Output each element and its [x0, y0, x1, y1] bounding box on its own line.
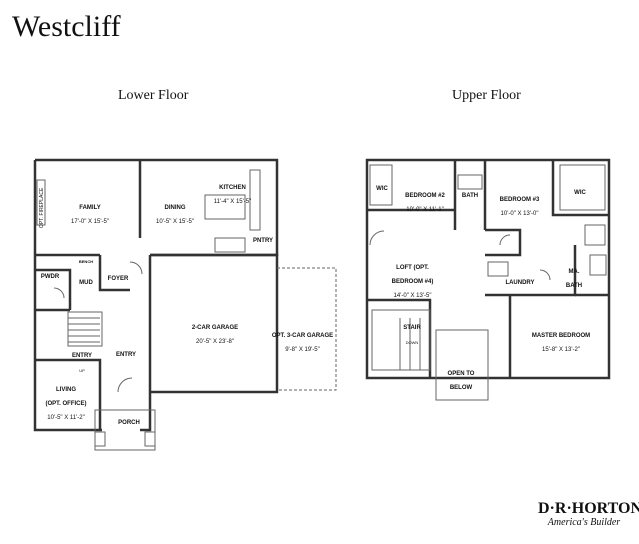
room-wic-right: WIC	[574, 190, 586, 196]
room-master-name: MASTER BEDROOM	[531, 333, 591, 339]
lower-floor-details	[36, 169, 337, 451]
room-bedroom3-dim: 10'-0" X 13'-0"	[500, 211, 539, 217]
room-bath: BATH	[461, 193, 479, 199]
room-bedroom3-name: BEDROOM #3	[499, 197, 540, 203]
bench-label: BENCH	[78, 259, 94, 264]
room-family-name: FAMILY	[79, 205, 101, 211]
room-kitchen: KITCHEN 11'-4" X 15'-5"	[205, 178, 260, 213]
room-family: FAMILY 17'-0" X 15'-5"	[65, 198, 115, 233]
room-pantry: PNTRY	[252, 238, 274, 244]
room-loft-sub: BEDROOM #4)	[391, 279, 434, 285]
plan-title: Westcliff	[12, 10, 121, 43]
room-kitchen-name: KITCHEN	[219, 185, 246, 191]
open-to-below-sub: BELOW	[449, 385, 473, 391]
stair-down-label: DOWN	[405, 340, 419, 345]
room-bedroom2: BEDROOM #2 10'-0" X 11'-1"	[400, 186, 450, 221]
lower-floor-label: Lower Floor	[118, 88, 189, 103]
room-ma-bath-name: MA.	[568, 269, 580, 275]
room-dining: DINING 10'-5" X 15'-5"	[150, 198, 200, 233]
room-opt-garage-dim: 9'-8" X 19'-5"	[285, 347, 320, 353]
room-loft-dim: 14'-0" X 13'-5"	[393, 293, 432, 299]
room-bedroom3: BEDROOM #3 10'-0" X 13'-0"	[492, 190, 547, 225]
room-living-sub: (OPT. OFFICE)	[45, 401, 87, 407]
room-kitchen-dim: 11'-4" X 15'-5"	[213, 199, 252, 205]
room-living-dim: 10'-5" X 11'-2"	[47, 415, 85, 421]
room-garage-name: 2-CAR GARAGE	[191, 325, 239, 331]
room-foyer: FOYER	[107, 276, 129, 282]
stair-up-label: UP	[79, 368, 85, 373]
room-loft: LOFT (OPT. BEDROOM #4) 14'-0" X 13'-5"	[385, 258, 440, 307]
room-living-name: LIVING	[55, 387, 76, 393]
upper-floor-details	[369, 164, 607, 401]
room-loft-name: LOFT (OPT.	[396, 265, 429, 271]
room-ma-bath: MA. BATH	[562, 262, 586, 297]
room-stair-name: STAIR	[403, 325, 421, 331]
logo-tagline: America's Builder	[547, 517, 621, 528]
room-stair: STAIR DOWN	[398, 318, 426, 353]
room-family-dim: 17'-0" X 15'-5"	[71, 219, 109, 225]
room-living: LIVING (OPT. OFFICE) 10'-5" X 11'-2"	[40, 380, 92, 429]
room-bedroom2-name: BEDROOM #2	[405, 193, 445, 199]
room-garage-dim: 20'-5" X 23'-8"	[196, 339, 234, 345]
room-laundry: LAUNDRY	[505, 280, 535, 286]
room-entry-up-name: ENTRY	[71, 353, 93, 359]
logo-wordmark: D·R·HORTON	[538, 500, 639, 517]
room-porch: PORCH	[118, 420, 140, 426]
room-ma-bath-sub: BATH	[565, 283, 583, 289]
room-master: MASTER BEDROOM 15'-8" X 13'-2"	[525, 326, 597, 361]
room-opt-garage-name: OPT. 3-CAR GARAGE	[271, 333, 334, 339]
fireplace-label: OPT. FIREPLACE	[39, 187, 45, 228]
room-garage: 2-CAR GARAGE 20'-5" X 23'-8"	[180, 318, 250, 353]
upper-floor-label: Upper Floor	[452, 88, 521, 103]
brand-logo: D·R·HORTON America's Builder	[538, 500, 639, 528]
room-bedroom2-dim: 10'-0" X 11'-1"	[406, 207, 444, 213]
lower-floor-walls	[33, 158, 279, 432]
room-entry: ENTRY	[115, 352, 137, 358]
room-mud: MUD	[79, 280, 93, 286]
room-master-dim: 15'-8" X 13'-2"	[542, 347, 580, 353]
room-wic-left: WIC	[376, 186, 388, 192]
room-opt-garage: OPT. 3-CAR GARAGE 9'-8" X 19'-5"	[265, 326, 340, 361]
room-powder: PWDR	[40, 274, 60, 280]
open-to-below: OPEN TO BELOW	[440, 364, 482, 399]
room-dining-name: DINING	[164, 205, 186, 211]
open-to-below-name: OPEN TO	[447, 371, 475, 377]
room-entry-up: ENTRY UP	[68, 346, 96, 381]
room-dining-dim: 10'-5" X 15'-5"	[156, 219, 194, 225]
